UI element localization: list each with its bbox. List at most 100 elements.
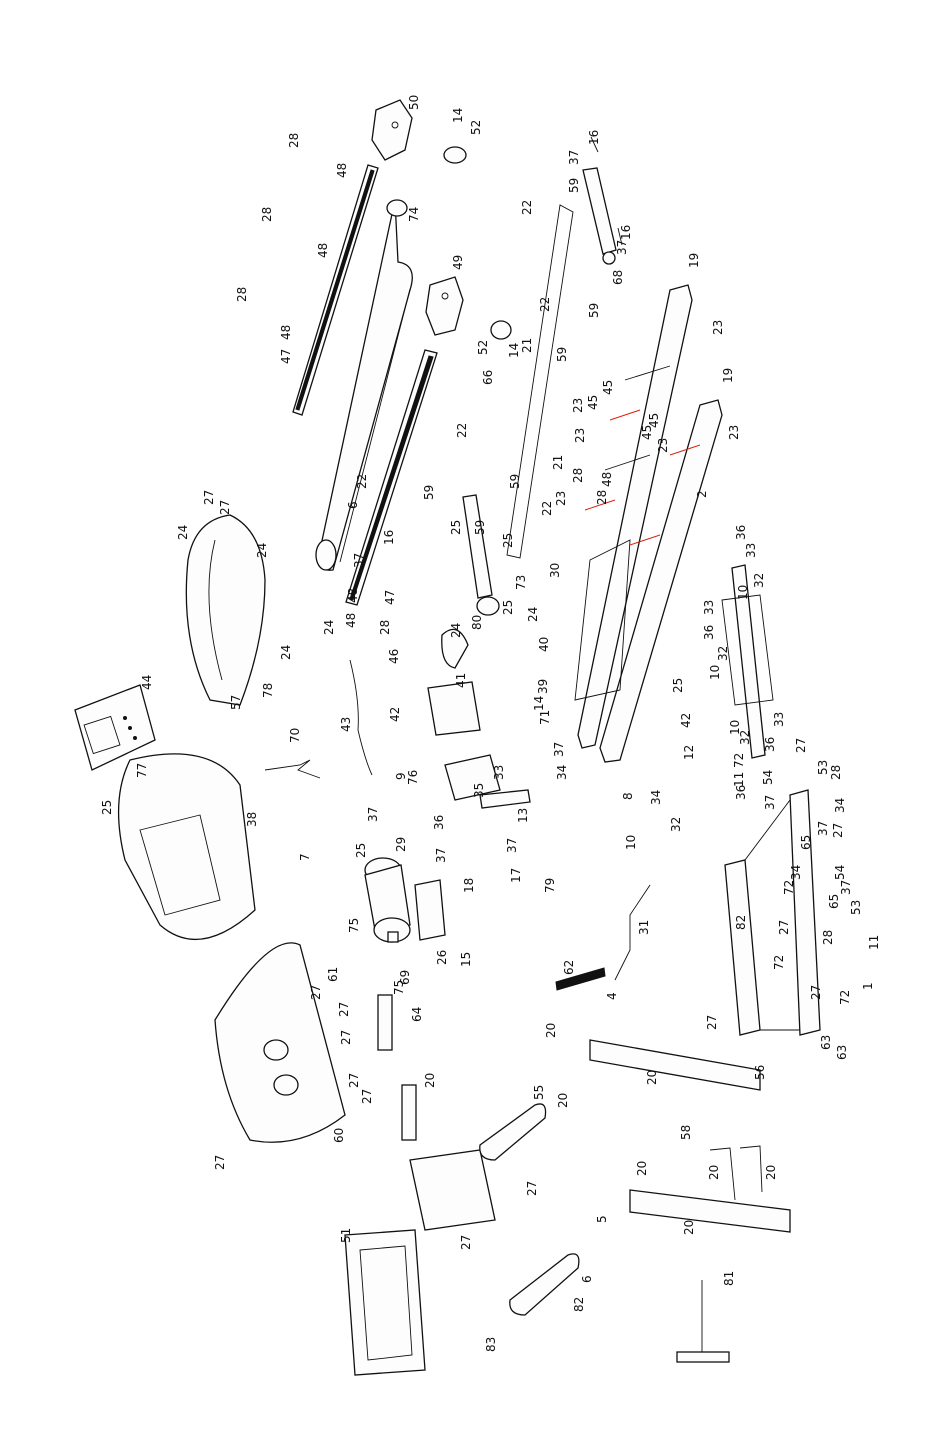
- callout-14: 14: [532, 696, 546, 711]
- callout-10: 10: [708, 665, 722, 680]
- callout-23: 23: [656, 438, 670, 453]
- callout-37: 37: [434, 848, 448, 863]
- callout-28: 28: [235, 287, 249, 302]
- callout-50: 50: [407, 95, 421, 110]
- callout-63: 63: [819, 1035, 833, 1050]
- motor-bracket: [414, 879, 446, 941]
- handrail-cover: [214, 942, 346, 1143]
- callout-59: 59: [473, 520, 487, 535]
- callout-10: 10: [624, 835, 638, 850]
- callout-42: 42: [388, 707, 402, 722]
- callout-18: 18: [462, 878, 476, 893]
- callout-27: 27: [360, 1089, 374, 1104]
- callout-24: 24: [255, 543, 269, 558]
- callout-6: 6: [346, 501, 360, 509]
- callout-37: 37: [567, 150, 581, 165]
- callout-35: 35: [472, 783, 486, 798]
- callout-11: 11: [732, 772, 746, 787]
- callout-45: 45: [640, 425, 654, 440]
- callout-25: 25: [671, 678, 685, 693]
- callout-74: 74: [407, 207, 421, 222]
- controller-board: [427, 681, 481, 736]
- callout-28: 28: [829, 765, 843, 780]
- callout-39: 39: [536, 679, 550, 694]
- callout-24: 24: [449, 623, 463, 638]
- handlebar-frame: [344, 1149, 496, 1376]
- callout-48: 48: [600, 472, 614, 487]
- incline-frame: [721, 564, 774, 759]
- callout-32: 32: [738, 730, 752, 745]
- callout-27: 27: [309, 985, 323, 1000]
- side-rail-left: [292, 164, 379, 416]
- callout-34: 34: [555, 765, 569, 780]
- upright-tube-5: [629, 1189, 791, 1233]
- callout-27: 27: [831, 823, 845, 838]
- callout-17: 17: [509, 868, 523, 883]
- callout-59: 59: [508, 474, 522, 489]
- incline-motor: [444, 754, 531, 809]
- callout-27: 27: [347, 1073, 361, 1088]
- callout-28: 28: [260, 207, 274, 222]
- callout-20: 20: [635, 1161, 649, 1176]
- callout-22: 22: [540, 501, 554, 516]
- callout-62: 62: [562, 960, 576, 975]
- callout-40: 40: [537, 637, 551, 652]
- callout-36: 36: [734, 525, 748, 540]
- rear-roller: [582, 136, 623, 265]
- callout-51: 51: [339, 1228, 353, 1243]
- callout-75: 75: [392, 980, 406, 995]
- callout-20: 20: [423, 1073, 437, 1088]
- callout-25: 25: [501, 600, 515, 615]
- callout-7: 7: [298, 853, 312, 861]
- allen-key: [739, 1145, 763, 1193]
- callout-65: 65: [827, 894, 841, 909]
- callout-2: 2: [695, 490, 709, 498]
- callout-59: 59: [587, 303, 601, 318]
- callout-45: 45: [647, 413, 661, 428]
- allen-key: [709, 1147, 736, 1201]
- callout-4: 4: [605, 992, 619, 1000]
- callout-10: 10: [728, 720, 742, 735]
- callout-27: 27: [705, 1015, 719, 1030]
- callout-38: 38: [245, 812, 259, 827]
- callout-12: 12: [682, 745, 696, 760]
- callout-10: 10: [736, 585, 750, 600]
- callout-34: 34: [789, 865, 803, 880]
- main-frame: [574, 284, 723, 763]
- callout-20: 20: [682, 1220, 696, 1235]
- callout-27: 27: [794, 738, 808, 753]
- callout-48: 48: [279, 325, 293, 340]
- callout-48: 48: [346, 588, 360, 603]
- wire-clip: [264, 759, 321, 779]
- callout-36: 36: [432, 815, 446, 830]
- callout-28: 28: [821, 930, 835, 945]
- callout-25: 25: [501, 533, 515, 548]
- side-shroud: [185, 514, 266, 706]
- callout-64: 64: [410, 1007, 424, 1022]
- callout-27: 27: [213, 1155, 227, 1170]
- callout-24: 24: [526, 607, 540, 622]
- callout-52: 52: [476, 340, 490, 355]
- callout-37: 37: [763, 795, 777, 810]
- callout-72: 72: [772, 955, 786, 970]
- callout-27: 27: [777, 920, 791, 935]
- callout-76: 76: [406, 770, 420, 785]
- callout-34: 34: [833, 798, 847, 813]
- callout-73: 73: [514, 575, 528, 590]
- callout-37: 37: [352, 553, 366, 568]
- callout-68: 68: [611, 270, 625, 285]
- callout-5: 5: [595, 1215, 609, 1223]
- callout-20: 20: [645, 1070, 659, 1085]
- hood-bracket-50: [371, 99, 413, 161]
- callout-82: 82: [734, 915, 748, 930]
- callout-21: 21: [520, 338, 534, 353]
- callout-22: 22: [520, 200, 534, 215]
- callout-36: 36: [734, 785, 748, 800]
- grip-strip: [555, 967, 606, 991]
- callout-25: 25: [354, 843, 368, 858]
- callout-13: 13: [516, 808, 530, 823]
- callout-37: 37: [366, 807, 380, 822]
- callout-36: 36: [763, 737, 777, 752]
- callout-32: 32: [752, 573, 766, 588]
